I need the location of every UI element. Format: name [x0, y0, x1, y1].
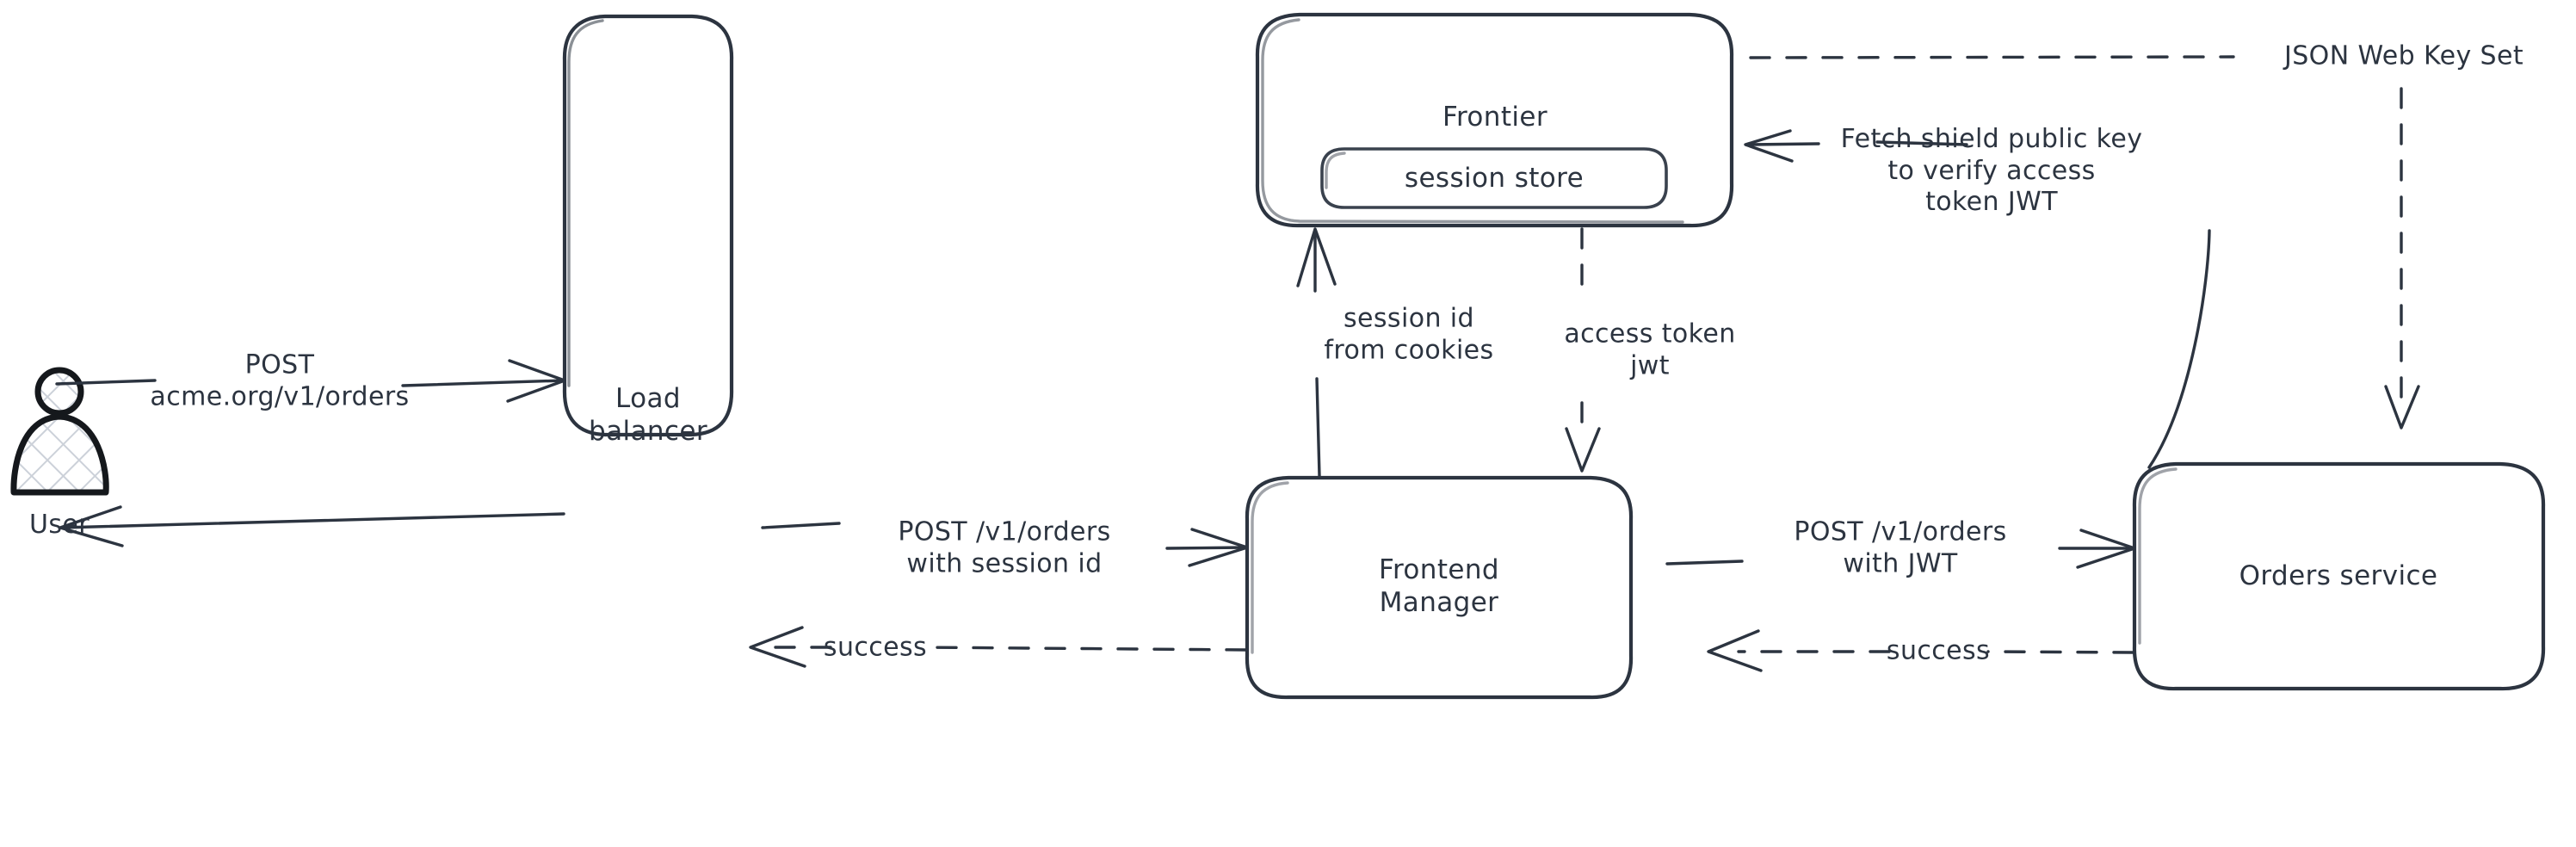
edge-label-user-to-lb-line1: POST — [244, 349, 315, 380]
edge-label-lb-to-fm-line1: POST /v1/orders — [898, 516, 1111, 547]
edge-label-fm-to-orders-line2: with JWT — [1843, 548, 1958, 578]
edge-label-orders-to-frontier-line3: token JWT — [1925, 187, 2058, 218]
session-store-box — [1320, 147, 1668, 209]
edge-user-to-load-balancer — [55, 359, 566, 403]
edge-label-fm-to-frontier-line2: from cookies — [1324, 335, 1494, 365]
frontend-manager-box — [1245, 475, 1634, 700]
edge-label-frontend-manager-to-load-balancer: success — [823, 632, 928, 663]
frontend-manager-label-line2: Manager — [1379, 587, 1499, 618]
edge-frontier-to-orders-service — [1749, 55, 2420, 430]
load-balancer-box — [562, 14, 734, 437]
edge-frontier-to-frontend-manager — [1565, 227, 1601, 473]
edge-frontend-manager-to-frontier — [1296, 227, 1337, 478]
edge-load-balancer-to-user — [59, 505, 565, 547]
edge-label-frontier-to-fm-line1: access token — [1564, 318, 1736, 349]
edge-label-frontier-to-fm-line2: jwt — [1630, 350, 1670, 380]
edge-label-frontier-to-orders-service: JSON Web Key Set — [2283, 40, 2524, 71]
edge-label-orders-service-to-frontend-manager: success — [1886, 635, 1991, 666]
edge-load-balancer-to-frontend-manager — [761, 522, 1249, 567]
edge-orders-service-to-frontend-manager — [1707, 629, 2134, 672]
user-actor-label: User — [29, 510, 90, 540]
edge-label-fm-to-orders-line1: POST /v1/orders — [1794, 516, 2007, 547]
edge-label-lb-to-fm-line2: with session id — [906, 548, 1103, 578]
edge-orders-service-to-frontier — [1744, 129, 2211, 469]
edge-label-fm-to-frontier-line1: session id — [1344, 303, 1474, 334]
edge-frontend-manager-to-orders-service — [1665, 529, 2136, 569]
session-store-label: session store — [1404, 163, 1585, 195]
edge-label-orders-to-frontier-line1: Fetch shield public key — [1840, 124, 2143, 155]
frontend-manager-label-line1: Frontend — [1378, 554, 1500, 586]
user-actor-icon — [10, 367, 109, 496]
load-balancer-label-line2: balancer — [589, 416, 707, 447]
edge-frontend-manager-to-load-balancer — [749, 626, 1247, 668]
orders-service-label: Orders service — [2239, 560, 2438, 592]
orders-service-box — [2132, 461, 2546, 691]
edge-label-orders-to-frontier-line2: to verify access — [1887, 155, 2096, 186]
frontier-label: Frontier — [1442, 102, 1548, 133]
edge-label-user-to-lb-line2: acme.org/v1/orders — [150, 381, 410, 411]
load-balancer-label-line1: Load — [615, 383, 681, 415]
